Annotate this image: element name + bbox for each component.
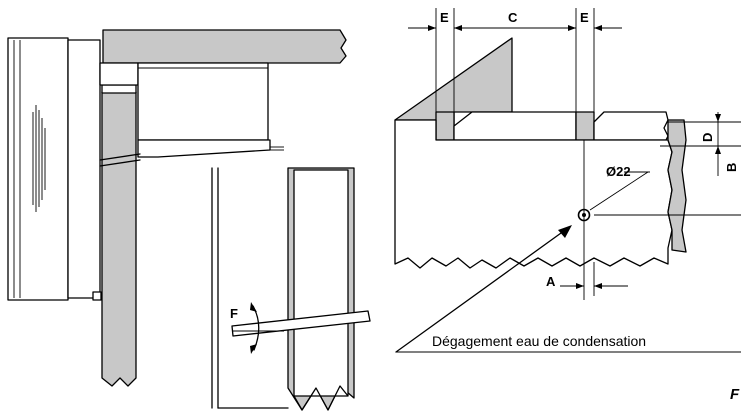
ceiling-panel <box>102 29 347 64</box>
label-diameter: Ø22 <box>606 164 631 179</box>
figure-label-fragment: F <box>730 386 740 403</box>
angle-f-arrow-bottom <box>250 344 257 354</box>
caption-arrow <box>558 225 572 238</box>
angle-f-arrow-top <box>250 302 257 312</box>
side-view-unit <box>7 29 347 387</box>
perspective-wall-view: E C E D B Ø22 A Dégagement eau de conden… <box>394 8 741 403</box>
caption-condensation: Dégagement eau de condensation <box>432 333 646 349</box>
label-e-left: E <box>440 10 449 25</box>
wall-right-edge <box>667 119 687 253</box>
notch-right <box>575 111 595 141</box>
right-block-top <box>593 111 669 141</box>
thick-wall-inner <box>293 169 349 397</box>
label-e-right: E <box>580 10 589 25</box>
drain-pipe <box>231 310 371 337</box>
drip-tray <box>137 139 271 158</box>
label-c: C <box>508 10 518 25</box>
unit-foot <box>92 291 102 301</box>
wall-section <box>101 91 137 387</box>
label-a: A <box>546 274 556 289</box>
unit-body <box>67 39 101 299</box>
notch-left <box>435 111 455 141</box>
top-surface <box>453 111 577 141</box>
label-d: D <box>700 133 715 142</box>
evaporator-box <box>137 62 269 141</box>
label-f: F <box>230 306 238 321</box>
label-b: B <box>724 163 739 172</box>
wall-front-face <box>394 119 673 269</box>
condenser-housing <box>7 37 69 301</box>
wall-cap <box>101 84 137 94</box>
drain-angle-view: F <box>211 167 371 411</box>
condenser-grille <box>32 105 46 212</box>
connector-block <box>99 62 139 86</box>
